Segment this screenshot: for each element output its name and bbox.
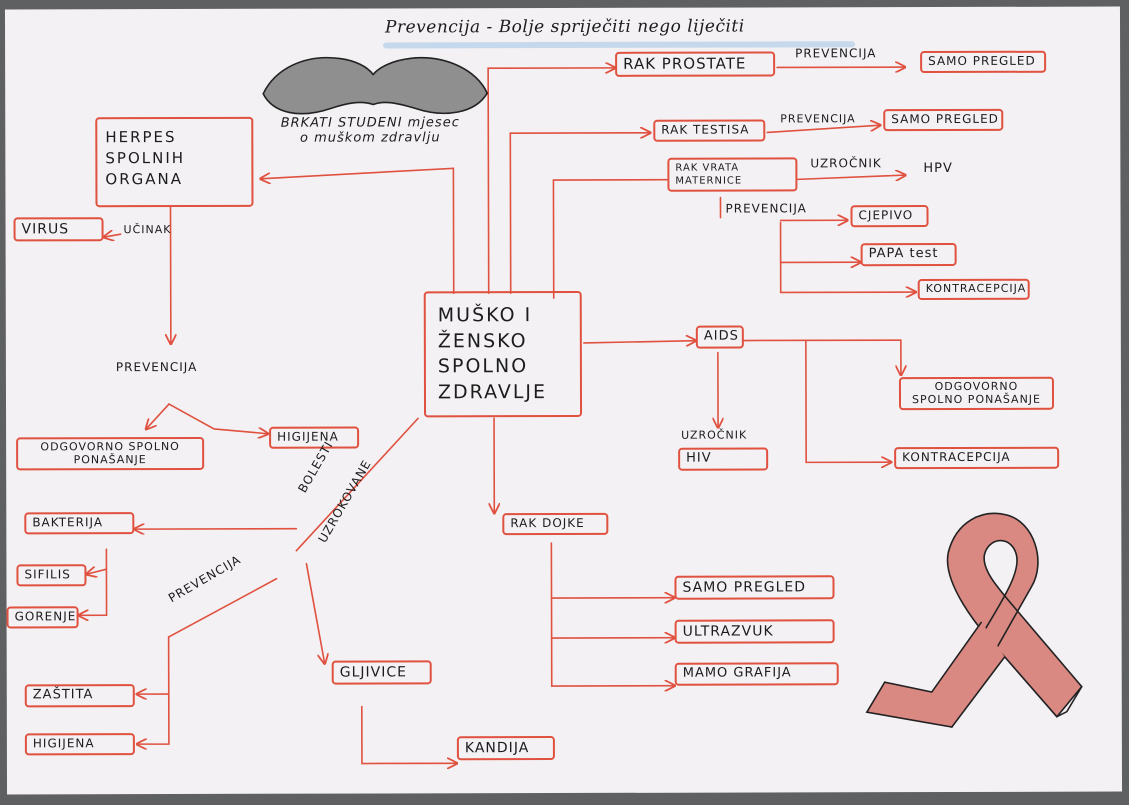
- virus-box: VIRUS: [13, 217, 104, 242]
- page-title: Prevencija - Bolje spriječiti nego liječ…: [384, 16, 745, 38]
- herpes-hygiene-box: HIGIJENA: [269, 426, 360, 449]
- cervical-cause-label: UZROČNIK: [810, 156, 882, 171]
- prostate-exam-box: SAMO PREGLED: [920, 50, 1047, 73]
- hpv-label: HPV: [923, 160, 953, 177]
- mustache-caption: BRKATI STUDENI mjesec o muškom zdravlju: [280, 115, 460, 146]
- herpes-prevention-label: PREVENCIJA: [115, 359, 198, 375]
- mustache-icon: [262, 56, 489, 115]
- prostate-prevention-label: PREVENCIJA: [795, 46, 877, 61]
- pap-test-box: PAPA test: [860, 242, 957, 267]
- fungi-box: GLJIVICE: [331, 660, 432, 685]
- breast-exam-box: SAMO PREGLED: [674, 575, 835, 600]
- herpes-effect-label: UČINAK: [123, 223, 172, 237]
- aids-contraception-box: KONTRACEPCIJA: [894, 446, 1060, 469]
- herpes-responsible-box: ODGOVORNO SPOLNO PONAŠANJE: [16, 436, 205, 471]
- aids-box: AIDS: [695, 325, 744, 349]
- ultrasound-box: ULTRAZVUK: [674, 619, 835, 644]
- testicular-exam-box: SAMO PREGLED: [883, 108, 1004, 131]
- hiv-box: HIV: [678, 447, 769, 471]
- cervical-prevention-label: PREVENCIJA: [725, 201, 807, 216]
- title-highlight: [383, 41, 856, 49]
- bacteria-box: BAKTERIJA: [24, 512, 135, 535]
- protection-box: ZAŠTITA: [24, 684, 135, 708]
- diseases-hygiene-box: HIGIJENA: [24, 733, 135, 756]
- cervical-cancer-box: RAK VRATA MATERNICE: [667, 157, 798, 192]
- aids-responsible-box: ODGOVORNO SPOLNO PONAŠANJE: [898, 376, 1055, 411]
- prostate-cancer-box: RAK PROSTATE: [615, 51, 776, 78]
- testicular-prevention-label: PREVENCIJA: [780, 112, 856, 126]
- vaccine-box: CJEPIVO: [850, 205, 929, 228]
- cervical-contraception-box: KONTRACEPCIJA: [917, 278, 1030, 300]
- syphilis-box: SIFILIS: [16, 564, 87, 587]
- aids-cause-label: UZROČNIK: [681, 428, 748, 442]
- connector-lines: [5, 56, 1083, 795]
- candida-box: KANDIJA: [456, 736, 555, 761]
- paper-sheet: Prevencija - Bolje spriječiti nego liječ…: [4, 6, 1123, 795]
- testicular-cancer-box: RAK TESTISA: [653, 119, 766, 142]
- gonorrhea-box: GORENJE: [6, 606, 79, 629]
- mammography-box: MAMO GRAFIJA: [674, 662, 839, 686]
- breast-cancer-box: RAK DOJKE: [502, 512, 609, 535]
- center-topic: MUŠKO I ŽENSKO SPOLNO ZDRAVLJE: [423, 290, 583, 418]
- awareness-ribbon-icon: [865, 512, 1083, 729]
- herpes-box: HERPES SPOLNIH ORGANA: [95, 116, 254, 208]
